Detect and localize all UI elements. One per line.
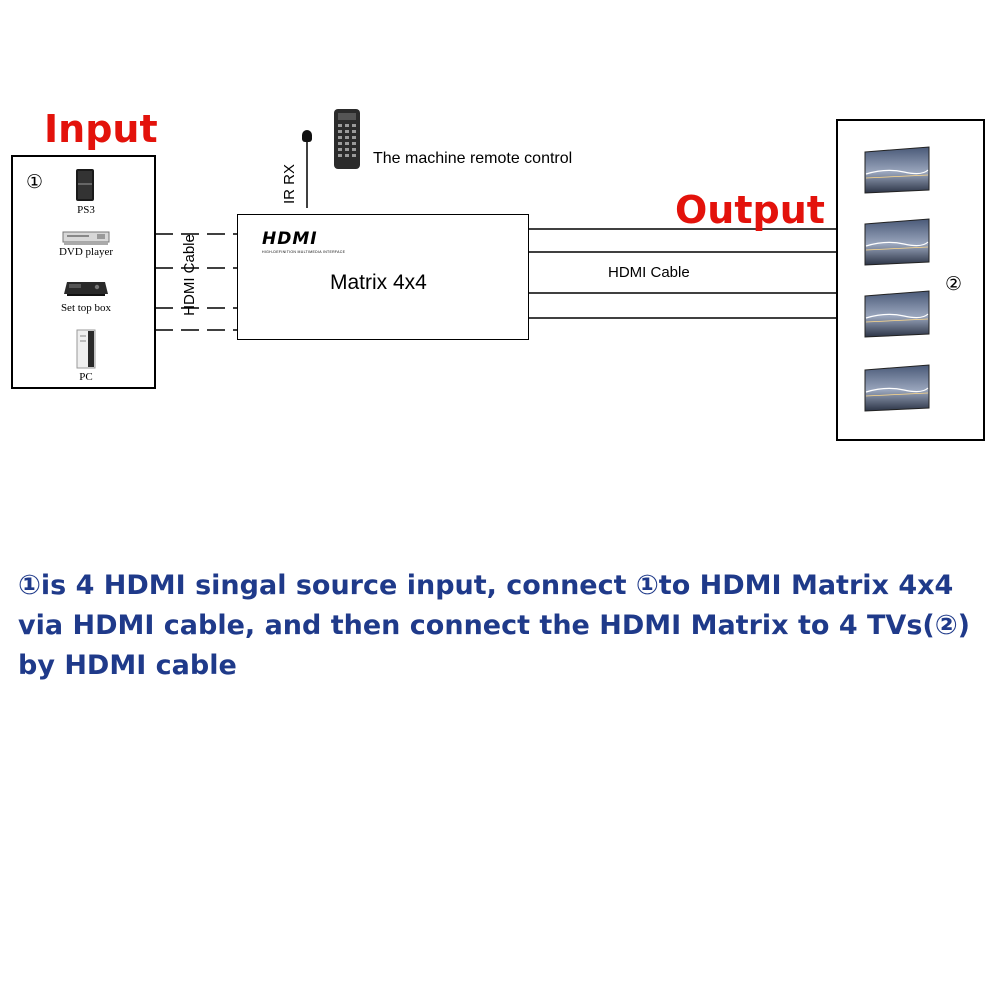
dvd-player-icon	[61, 230, 111, 246]
device-label-ps3: PS3	[77, 204, 95, 216]
hdmi-logo-subtitle: HIGH-DEFINITION MULTIMEDIA INTERFACE	[262, 250, 346, 254]
tv-screen-1	[864, 146, 930, 199]
input-heading: Input	[44, 107, 158, 151]
tv-screen-icon	[864, 218, 930, 266]
input-marker: ①	[26, 171, 44, 193]
matrix-label: Matrix 4x4	[330, 271, 427, 294]
ir-rx-label: IR RX	[281, 164, 298, 205]
device-label-pc: PC	[79, 371, 93, 383]
remote-control-icon	[333, 108, 361, 170]
tv-screen-icon	[864, 146, 930, 194]
output-cable-label: HDMI Cable	[608, 264, 690, 281]
matrix-switch-box: HDMI HIGH-DEFINITION MULTIMEDIA INTERFAC…	[237, 214, 529, 340]
output-heading: Output	[675, 188, 825, 232]
tv-screen-icon	[864, 364, 930, 412]
pc-tower-icon	[75, 329, 97, 369]
caption-line-1: ①is 4 HDMI singal source input, connect …	[18, 570, 954, 601]
tv-screen-2	[864, 218, 930, 271]
set-top-box-icon	[63, 278, 109, 298]
device-label-dvd-player: DVD player	[58, 246, 114, 258]
device-label-set-top-box: Set top box	[60, 302, 112, 314]
caption-line-3: by HDMI cable	[18, 650, 237, 681]
ir-sensor-icon	[302, 130, 312, 142]
output-tvs-box: ②	[836, 119, 985, 441]
input-cable-label: HDMI Cable	[181, 234, 198, 316]
tv-screen-4	[864, 364, 930, 417]
caption-line-2: via HDMI cable, and then connect the HDM…	[18, 610, 970, 641]
tv-screen-3	[864, 290, 930, 343]
input-sources-box: ① PS3 DVD player Set top box PC	[11, 155, 156, 389]
description-caption: ①is 4 HDMI singal source input, connect …	[18, 566, 1000, 686]
ps3-console-icon	[75, 169, 95, 201]
remote-control-label: The machine remote control	[373, 150, 573, 167]
hdmi-logo: HDMI	[262, 229, 318, 249]
tv-screen-icon	[864, 290, 930, 338]
output-marker: ②	[945, 273, 963, 295]
